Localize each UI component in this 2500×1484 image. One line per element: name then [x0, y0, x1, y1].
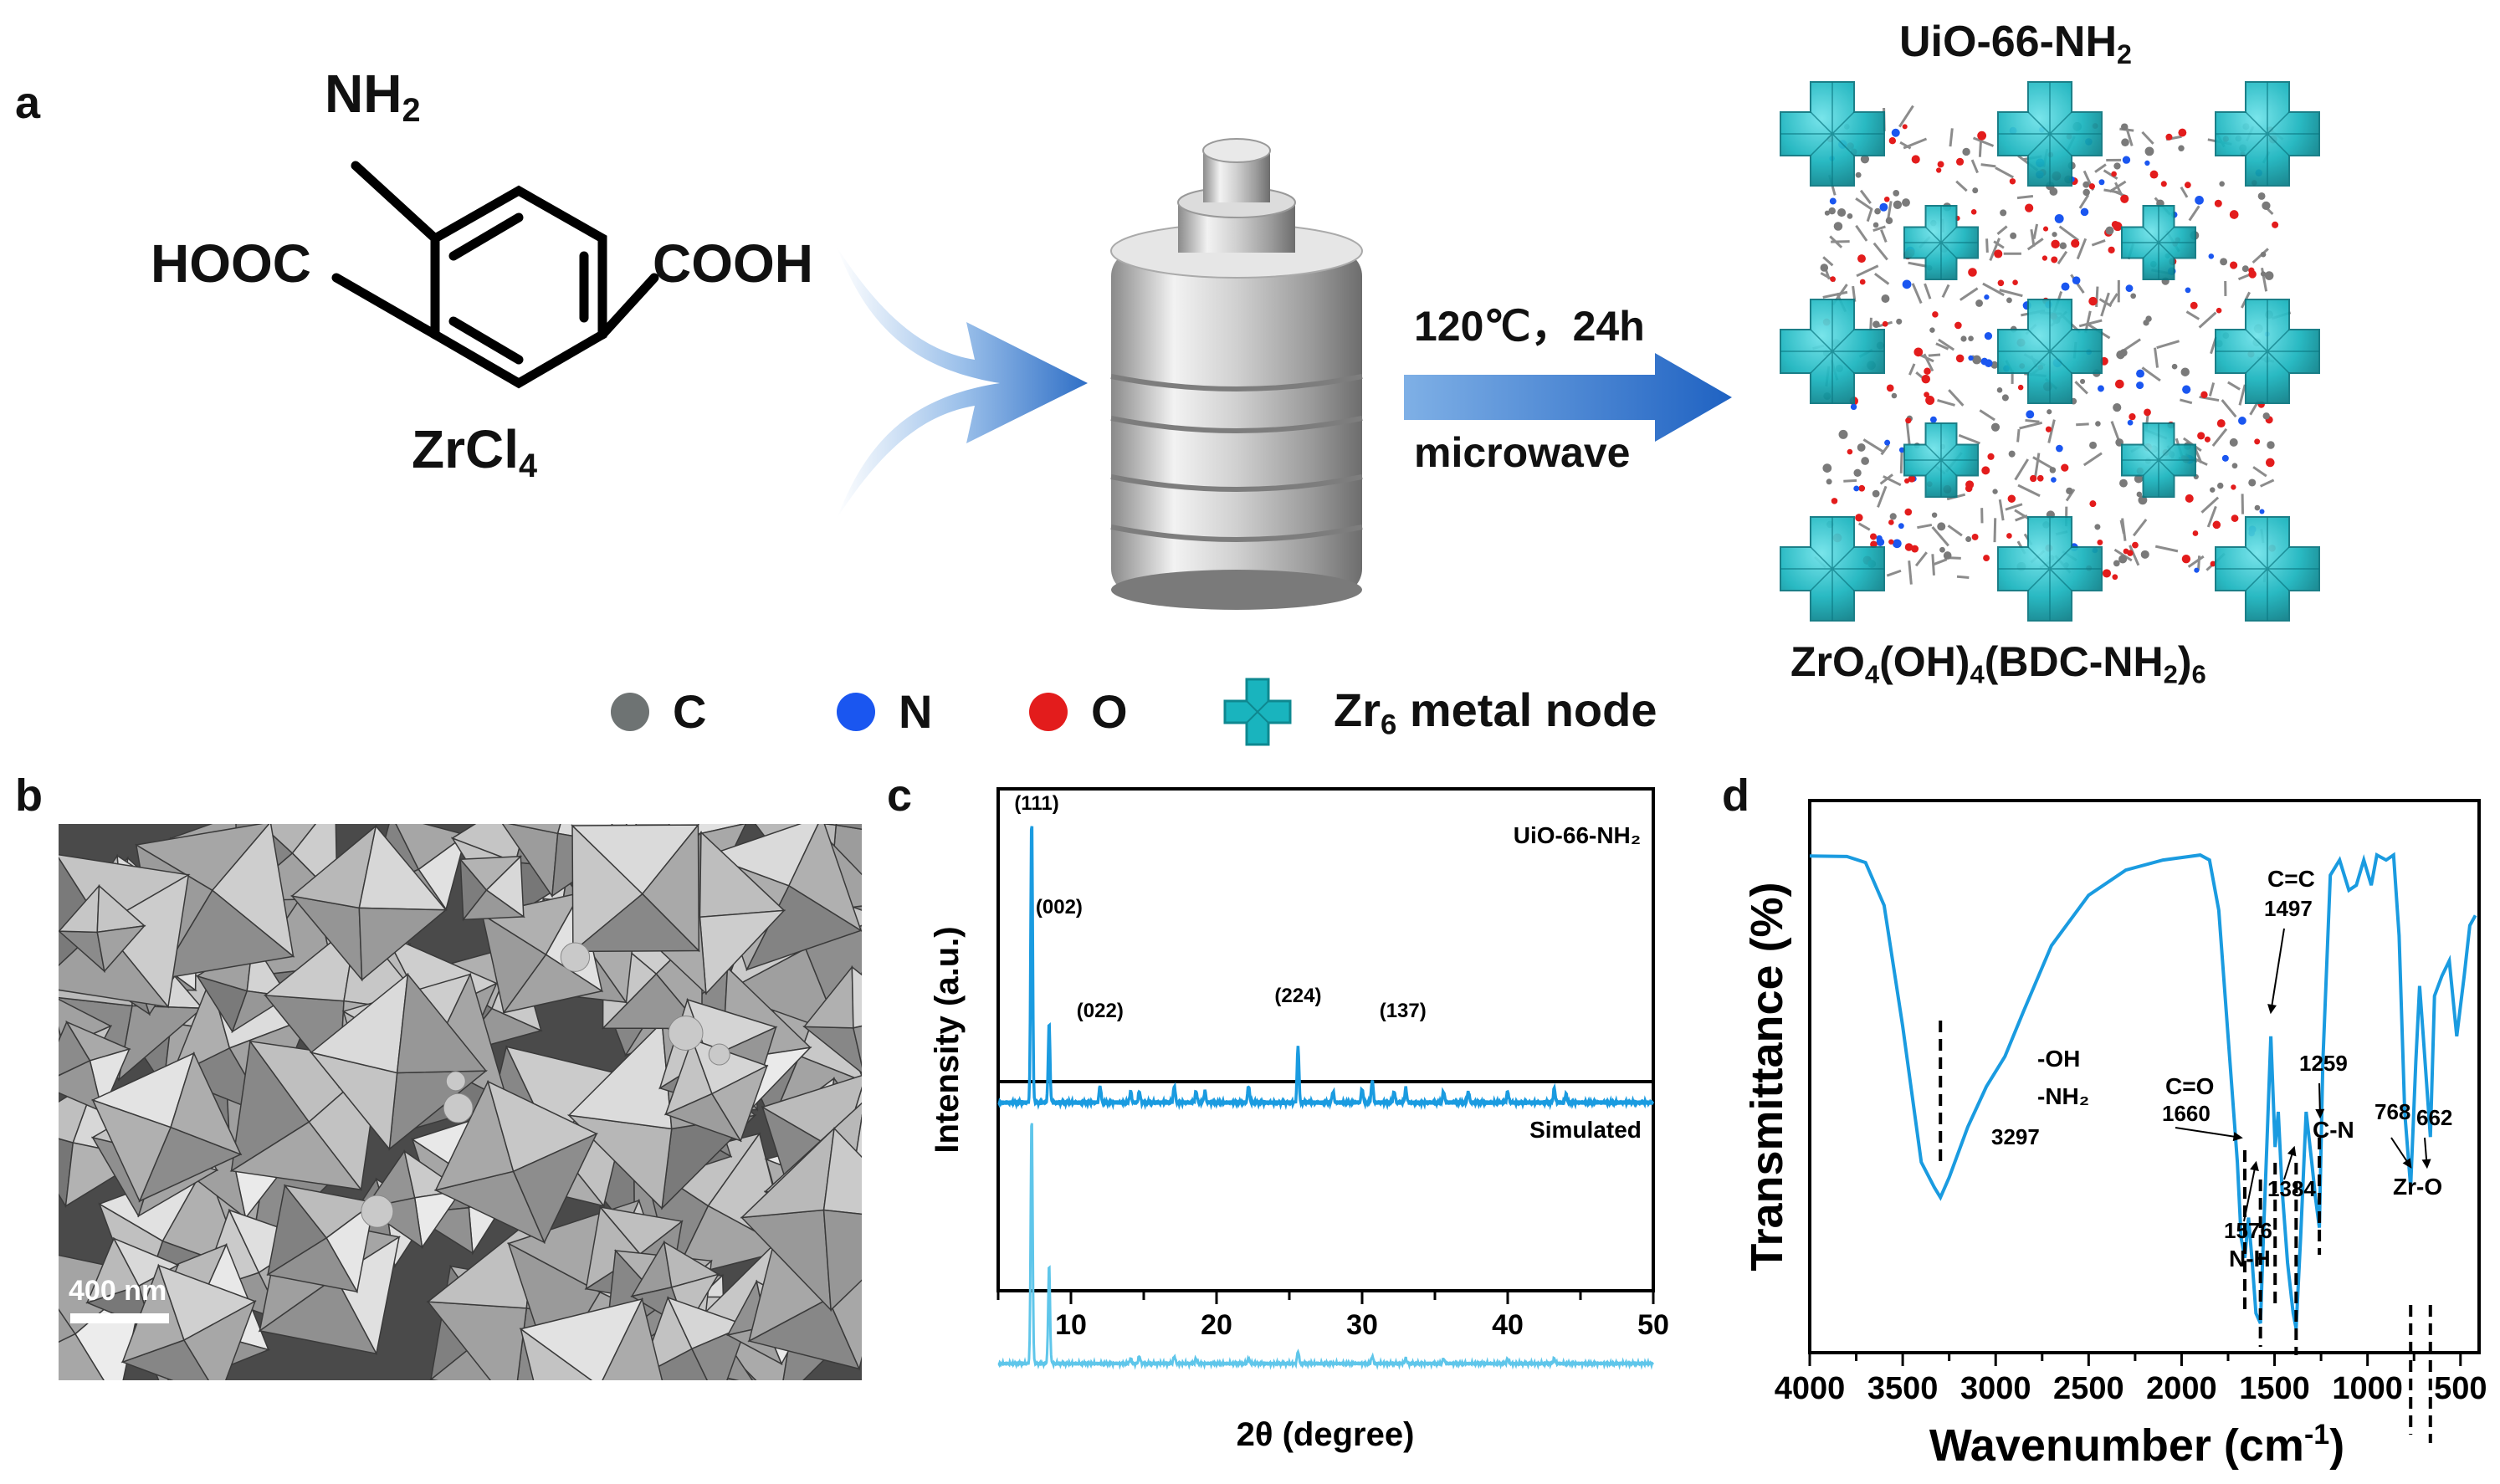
ftir-peak-markers: [1939, 1021, 2432, 1443]
panel-b-letter: b: [15, 770, 43, 821]
ftir-label-3297: 3297: [1991, 1124, 2040, 1149]
xrd-plot-frame: [996, 787, 1655, 1292]
ftir-label-co: C=O: [2165, 1073, 2214, 1099]
uio-66-framework-image: [1780, 81, 2320, 622]
ftir-x-tick-label: 1000: [2332, 1371, 2403, 1406]
bdc-nh2-structure: [331, 161, 659, 389]
panel-d-letter: d: [1722, 770, 1749, 821]
xrd-peak-label-111: (111): [1014, 792, 1058, 815]
ftir-label-1384: 1384: [2267, 1176, 2316, 1201]
sem-micrograph: [59, 824, 862, 1380]
ftir-label-oh: -OH: [2037, 1046, 2080, 1072]
legend-zr-node: Zr6 metal node: [1222, 676, 1657, 748]
reaction-arrow: [1404, 353, 1732, 442]
xrd-legend-simulated: Simulated: [1529, 1117, 1642, 1143]
xrd-y-axis-label: Intensity (a.u.): [929, 926, 966, 1153]
xrd-x-ticks: 10 20 30 40 50: [996, 1291, 1669, 1341]
ftir-label-zro: Zr-O: [2393, 1174, 2442, 1200]
ftir-label-768: 768: [2374, 1099, 2410, 1124]
xrd-x-tick-label: 30: [1346, 1309, 1378, 1341]
xrd-chart: 10 20 30 40 50 UiO-66-NH₂ Simulated (111) (0…: [929, 787, 1669, 1453]
ftir-label-nh: N-H: [2229, 1246, 2271, 1272]
nitrogen-dot: [837, 692, 875, 731]
ftir-x-axis-label: Wavenumber (cm-1): [1929, 1419, 2344, 1471]
ftir-x-tick-label: 500: [2434, 1371, 2487, 1406]
legend-carbon: C: [611, 684, 706, 739]
xrd-series-simulated: [997, 1123, 1655, 1370]
scale-bar: [70, 1313, 169, 1323]
ftir-chart: 4000 3500 3000 2500 2000 1500 1000 500 Wavenumb…: [1742, 799, 2487, 1471]
ftir-y-axis-label: Transmittance (%): [1742, 882, 1792, 1271]
xrd-x-tick-label: 50: [1637, 1309, 1669, 1341]
legend-nitrogen: N: [837, 684, 932, 739]
carboxyl-left-label: HOOC: [151, 233, 311, 294]
panel-c-letter: c: [887, 770, 913, 821]
ftir-label-nh2: -NH₂: [2037, 1083, 2089, 1109]
ftir-plot-frame: [1808, 799, 2481, 1354]
ftir-x-tick-label: 3500: [1867, 1371, 1939, 1406]
ftir-label-1259: 1259: [2299, 1051, 2348, 1076]
ftir-x-tick-label: 3000: [1960, 1371, 2031, 1406]
xrd-legend-uio66: UiO-66-NH₂: [1514, 822, 1641, 848]
carboxyl-right-label: COOH: [653, 233, 813, 294]
ftir-annotation-arrows: [2175, 928, 2431, 1222]
metal-salt-label: ZrCl4: [412, 419, 538, 485]
product-formula: ZrO4(OH)4(BDC-NH2)6: [1790, 638, 2206, 689]
xrd-x-tick-label: 40: [1492, 1309, 1524, 1341]
product-title: UiO-66-NH2: [1899, 18, 2132, 70]
xrd-x-tick-label: 20: [1201, 1309, 1232, 1341]
xrd-peak-label-137: (137): [1380, 1000, 1427, 1022]
condition-microwave: microwave: [1414, 429, 1631, 476]
ftir-label-cn: C-N: [2313, 1117, 2354, 1143]
amine-group-label: NH2: [325, 64, 421, 130]
scale-bar-label: 400 nm: [69, 1275, 167, 1307]
zr-node-icon: [1223, 678, 1292, 746]
carbon-dot: [611, 692, 649, 731]
ftir-x-tick-label: 4000: [1775, 1371, 1846, 1406]
ftir-label-cc: C=C: [2267, 866, 2315, 892]
xrd-x-tick-label: 10: [1055, 1309, 1087, 1341]
ftir-x-tick-label: 2500: [2053, 1371, 2124, 1406]
reactor-vessel-icon: [1110, 138, 1363, 610]
ftir-label-662: 662: [2416, 1105, 2452, 1130]
xrd-series-uio66: [997, 826, 1655, 1111]
panel-a-letter: a: [15, 78, 41, 128]
ftir-label-1576: 1576: [2224, 1218, 2272, 1243]
ftir-spectrum: [1809, 852, 2477, 1329]
ftir-label-1497: 1497: [2264, 896, 2313, 921]
xrd-peak-label-224: (224): [1274, 985, 1321, 1007]
condition-temp-time: 120℃，24h: [1414, 303, 1645, 350]
xrd-x-axis-label: 2θ (degree): [1237, 1416, 1415, 1453]
ftir-label-1660: 1660: [2162, 1101, 2211, 1126]
ftir-x-ticks: 4000 3500 3000 2500 2000 1500 1000 500: [1775, 1353, 2487, 1406]
merge-arrow: [837, 247, 1088, 519]
oxygen-dot: [1029, 692, 1068, 731]
ftir-x-tick-label: 1500: [2239, 1371, 2310, 1406]
ftir-x-tick-label: 2000: [2146, 1371, 2217, 1406]
xrd-peak-label-022: (022): [1077, 1000, 1124, 1022]
xrd-peak-label-002: (002): [1036, 896, 1083, 919]
legend-oxygen: O: [1029, 684, 1128, 739]
